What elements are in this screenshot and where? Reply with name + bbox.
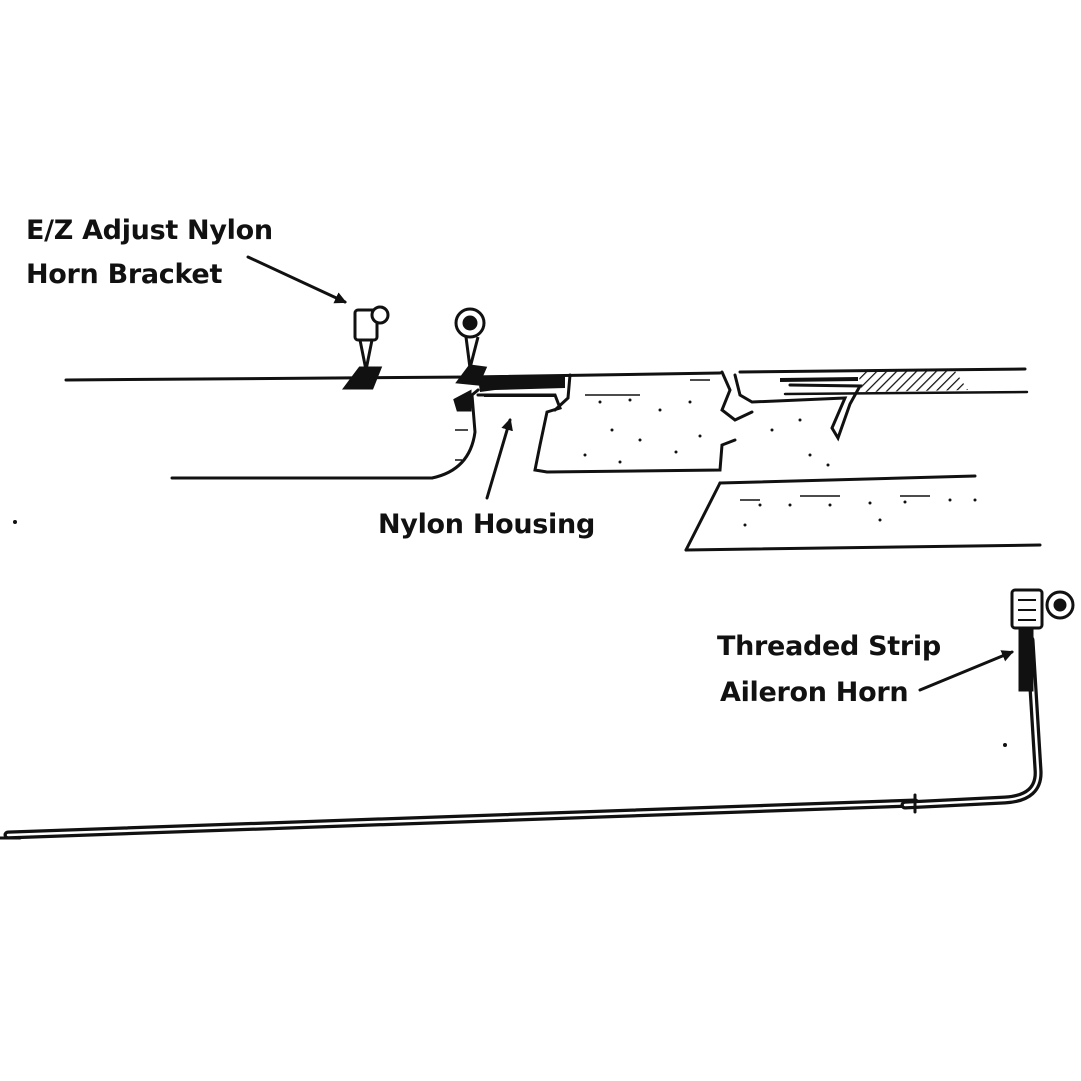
horn-bracket-label-line2: Horn Bracket	[26, 259, 223, 290]
wing-hinge-line	[783, 390, 1029, 396]
panel-step-left	[430, 388, 480, 480]
housing-dark-strip	[478, 376, 565, 392]
arrow-aileron-horn	[918, 650, 1014, 692]
panel-notch	[720, 370, 754, 422]
aileron-horn-label-line2: Aileron Horn	[720, 677, 909, 708]
arrow-horn-bracket	[246, 255, 347, 304]
aileron-notch	[733, 373, 863, 442]
arrow-nylon-housing	[485, 418, 513, 500]
aileron-leading-bevel	[684, 481, 722, 552]
nylon-housing-label: Nylon Housing	[378, 509, 595, 540]
aileron-bottom-line	[684, 543, 1042, 552]
wing-top-edge	[64, 375, 472, 382]
horn-bracket-label-line1: E/Z Adjust Nylon	[26, 215, 273, 246]
housing-block	[476, 393, 737, 474]
horn-bracket-right	[453, 307, 488, 412]
aileron-top-line	[718, 474, 977, 485]
horn-bracket-left	[342, 305, 390, 390]
surface-stipple	[13, 398, 1007, 747]
aileron-horn-label-line1: Threaded Strip	[717, 631, 941, 662]
leader-arrows	[246, 255, 1014, 692]
hatch-top-line	[779, 377, 859, 382]
wing-panel	[64, 367, 1042, 552]
wing-top-edge-right	[468, 367, 1027, 379]
hatched-section	[858, 371, 968, 392]
panel-dashes	[455, 379, 930, 501]
panel-inner-right	[553, 373, 572, 412]
aileron-horn-bracket	[1010, 588, 1075, 692]
aileron-horn-wire	[0, 635, 1043, 840]
